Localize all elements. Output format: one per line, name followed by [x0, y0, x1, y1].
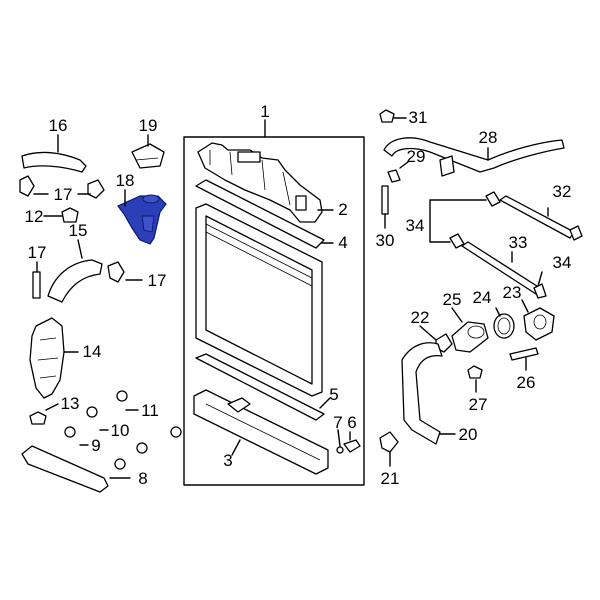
callout-15[interactable]: 15 — [69, 221, 88, 240]
part-33-pipe[interactable] — [461, 241, 541, 295]
callout-8[interactable]: 8 — [138, 469, 147, 488]
callout-30[interactable]: 30 — [376, 231, 395, 250]
callout-34-left[interactable]: 34 — [406, 216, 425, 235]
callout-6[interactable]: 6 — [347, 413, 356, 432]
callout-25[interactable]: 25 — [443, 290, 462, 309]
part-21-clamp[interactable] — [379, 431, 399, 453]
leader-7 — [337, 429, 341, 447]
part-13-cap[interactable] — [29, 411, 47, 425]
washer-e[interactable] — [136, 442, 148, 454]
callout-33[interactable]: 33 — [509, 233, 528, 252]
callout-26[interactable]: 26 — [517, 373, 536, 392]
part-4-upper-seal[interactable] — [195, 179, 325, 249]
leader-25 — [451, 307, 463, 323]
part-18-filler-neck[interactable] — [117, 194, 167, 245]
part-20-hose[interactable] — [401, 342, 443, 445]
callout-34-right[interactable]: 34 — [553, 253, 572, 272]
radiator-group-box — [183, 136, 365, 486]
leader-23 — [521, 299, 529, 313]
callout-13[interactable]: 13 — [61, 394, 80, 413]
leader-5 — [319, 397, 331, 409]
part-25-housing[interactable] — [451, 321, 489, 353]
part-34-clamp-c[interactable] — [449, 233, 465, 249]
callout-14[interactable]: 14 — [83, 342, 102, 361]
leader-34a — [429, 199, 487, 243]
leader-22 — [419, 325, 437, 341]
washer-c[interactable] — [116, 390, 128, 402]
part-17-clamp-top[interactable] — [19, 175, 105, 199]
washer-f[interactable] — [114, 458, 126, 470]
part-15-hose[interactable] — [47, 259, 103, 303]
callout-10[interactable]: 10 — [111, 421, 130, 440]
callout-16[interactable]: 16 — [49, 116, 68, 135]
callout-9[interactable]: 9 — [91, 436, 100, 455]
washer-d[interactable] — [170, 426, 182, 438]
callout-17-left[interactable]: 17 — [28, 243, 47, 262]
part-19-cap[interactable] — [131, 143, 165, 169]
part-2-upper-tank[interactable] — [197, 142, 323, 223]
callout-19[interactable]: 19 — [139, 116, 158, 135]
part-29-clip[interactable] — [387, 169, 401, 183]
part-23-thermostat[interactable] — [523, 307, 555, 341]
callout-12[interactable]: 12 — [25, 207, 44, 226]
callout-7[interactable]: 7 — [333, 413, 342, 432]
part-34-clamp-d[interactable] — [533, 283, 547, 299]
part-24-gasket[interactable] — [493, 313, 515, 339]
part-30-bolt[interactable] — [381, 185, 389, 215]
part-31-nut[interactable] — [379, 109, 395, 123]
washer-a[interactable] — [86, 406, 98, 418]
part-28-pipe[interactable] — [383, 137, 565, 177]
callout-27[interactable]: 27 — [469, 395, 488, 414]
part-3-lower-tank[interactable] — [193, 389, 329, 475]
callout-2[interactable]: 2 — [338, 200, 347, 219]
part-16-hose[interactable] — [21, 151, 87, 173]
callout-17-top[interactable]: 17 — [54, 185, 73, 204]
callout-17-right[interactable]: 17 — [148, 271, 167, 290]
leader-13 — [45, 403, 59, 411]
leader-24 — [495, 307, 501, 317]
part-34-clamp-b[interactable] — [569, 225, 583, 241]
callout-11[interactable]: 11 — [141, 401, 159, 420]
callout-4[interactable]: 4 — [338, 233, 347, 252]
part-34-clamp-a[interactable] — [485, 191, 501, 207]
callout-5[interactable]: 5 — [329, 385, 338, 404]
part-7-oring[interactable] — [336, 446, 344, 454]
part-17-clamp-right[interactable] — [107, 261, 125, 283]
callout-22[interactable]: 22 — [411, 308, 430, 327]
callout-23[interactable]: 23 — [503, 283, 522, 302]
part-14-reservoir[interactable] — [29, 317, 65, 399]
callout-29[interactable]: 29 — [407, 147, 426, 166]
leader-29 — [399, 161, 409, 169]
callout-24[interactable]: 24 — [473, 288, 492, 307]
part-6-drain-plug[interactable] — [343, 439, 361, 453]
part-26-bolt[interactable] — [509, 347, 539, 361]
callout-20[interactable]: 20 — [459, 425, 478, 444]
part-17-clamp-left[interactable] — [32, 271, 41, 299]
callout-1[interactable]: 1 — [260, 102, 269, 121]
callout-3[interactable]: 3 — [223, 451, 232, 470]
leader-3 — [231, 439, 241, 456]
callout-31[interactable]: 31 — [409, 108, 428, 127]
leader-15 — [77, 239, 83, 259]
radiator-core[interactable] — [195, 203, 323, 397]
leader-34b — [537, 271, 543, 287]
washer-b[interactable] — [64, 426, 76, 438]
callout-21[interactable]: 21 — [381, 469, 400, 488]
callout-28[interactable]: 28 — [479, 128, 498, 147]
part-8-hose[interactable] — [21, 445, 109, 493]
callout-18[interactable]: 18 — [116, 171, 135, 190]
part-12-cap[interactable] — [61, 207, 79, 223]
part-32-pipe[interactable] — [499, 195, 575, 239]
part-27-nut[interactable] — [467, 365, 483, 379]
part-5-lower-seal[interactable] — [195, 353, 325, 421]
callout-32[interactable]: 32 — [553, 182, 572, 201]
